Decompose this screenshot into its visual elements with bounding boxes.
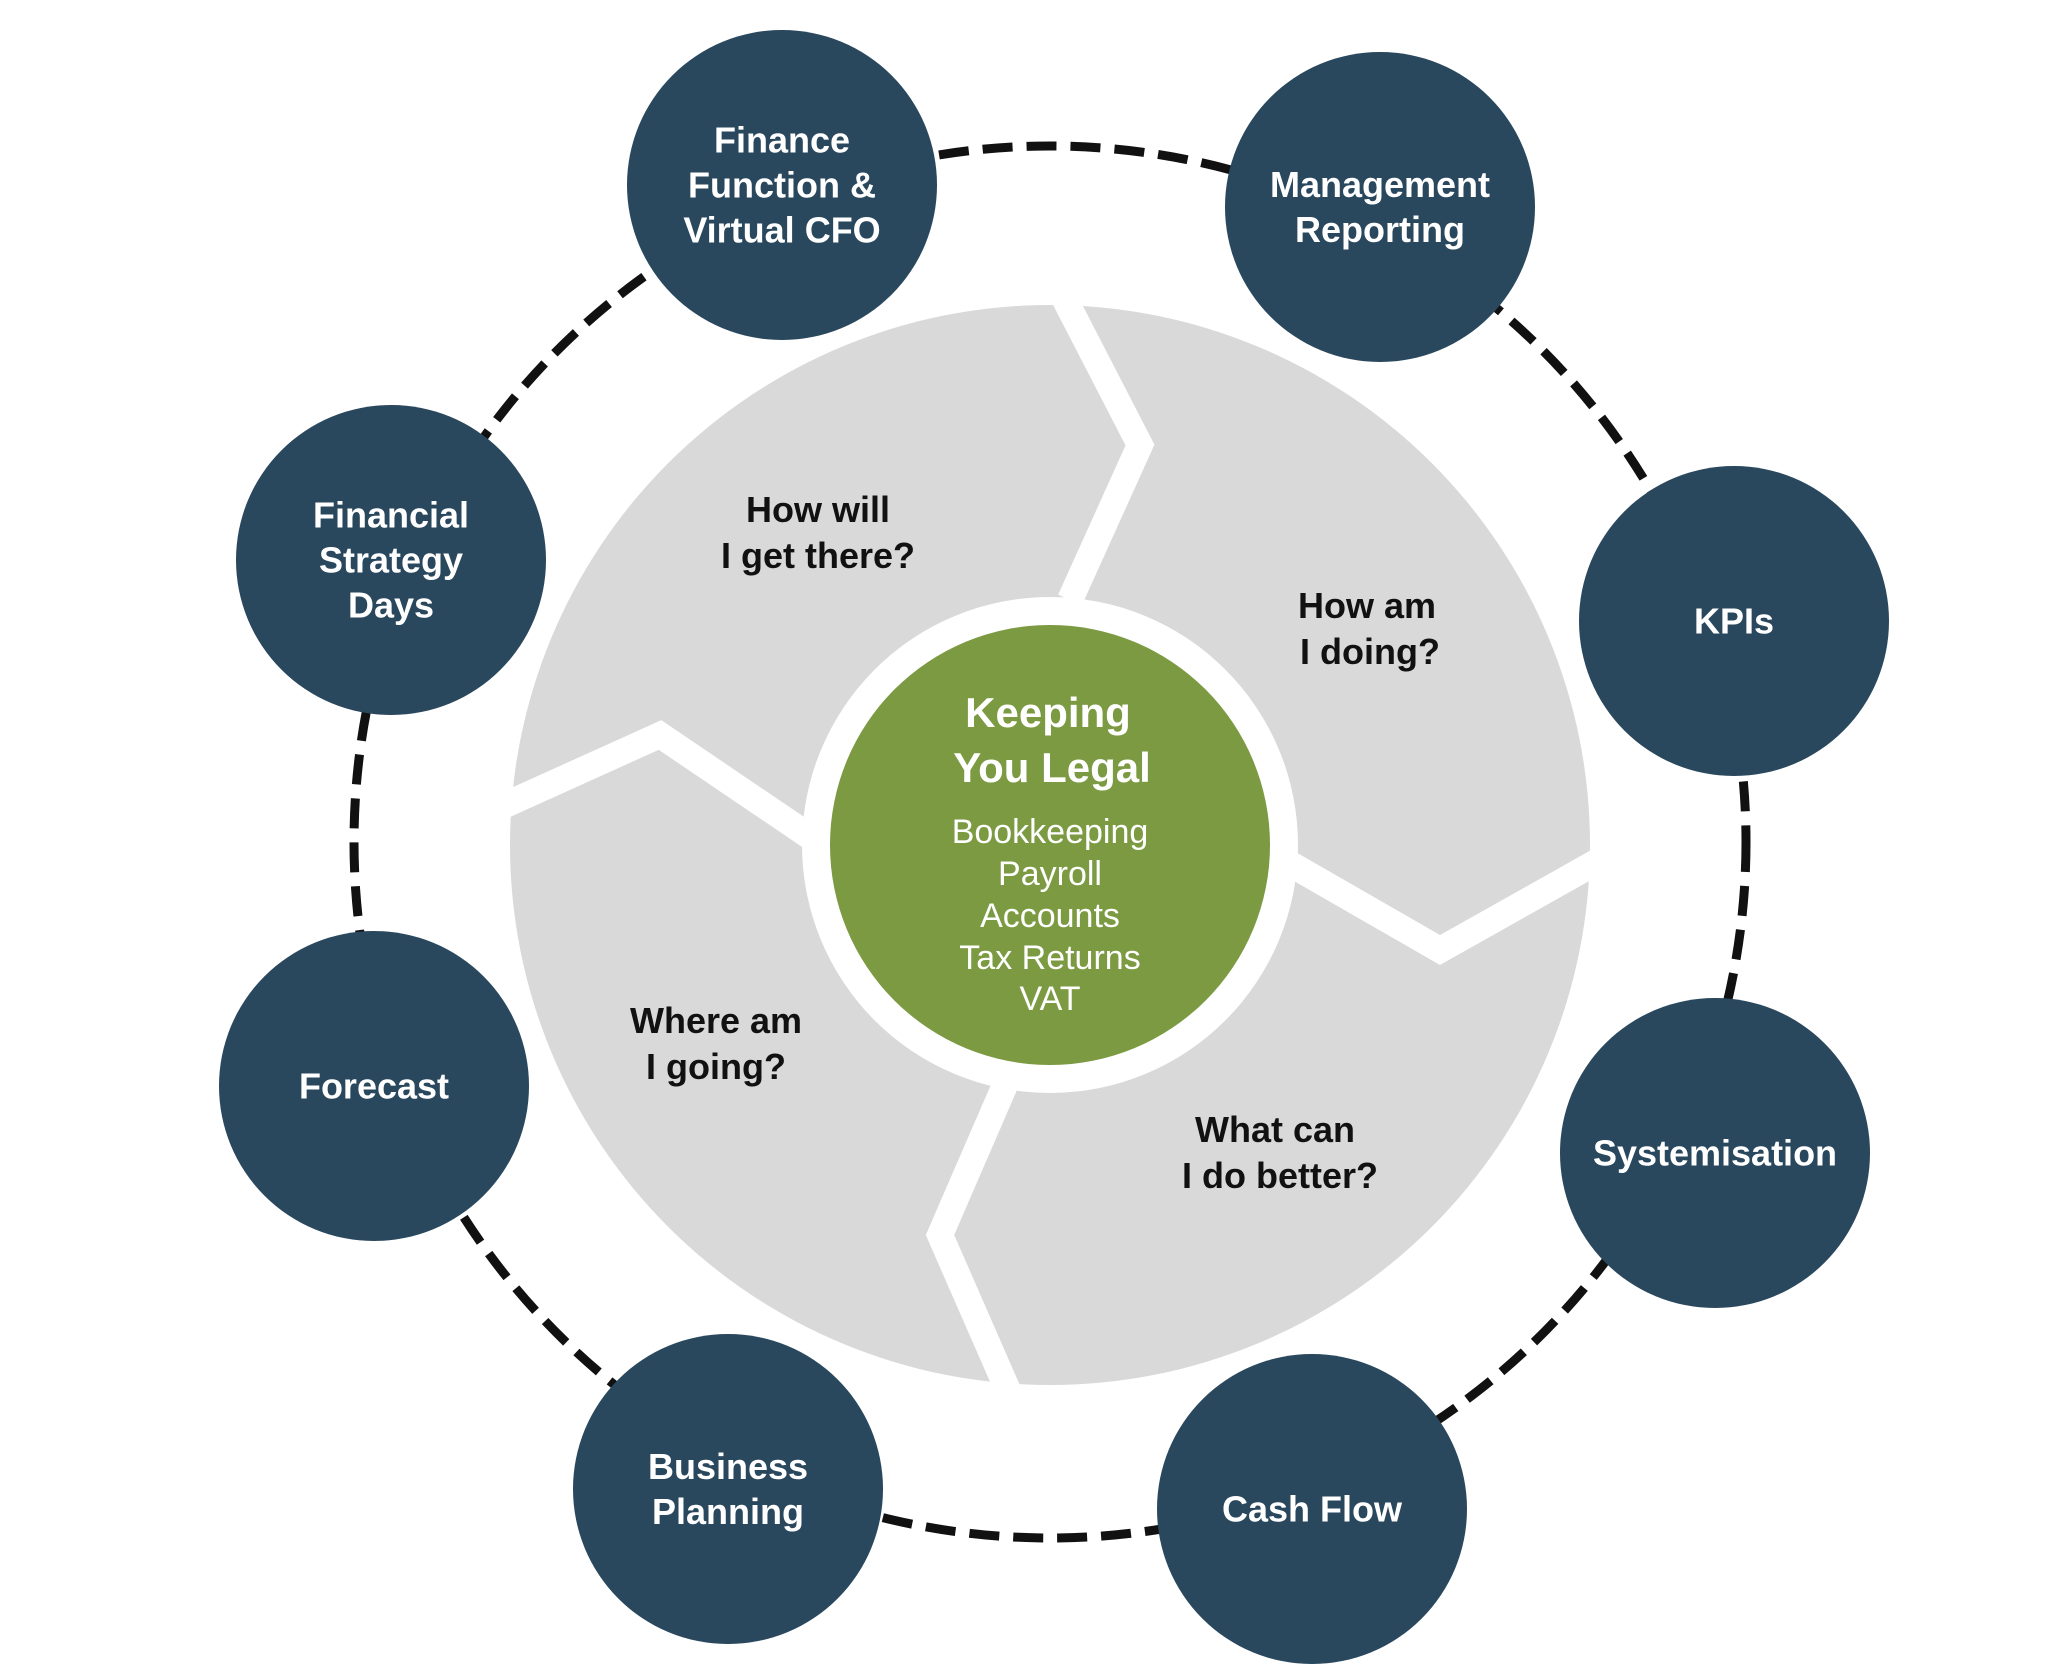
center-title-line-1: Keeping [965,689,1131,736]
service-label-line: Strategy [319,540,463,581]
service-label-line: Virtual CFO [683,210,880,251]
service-node-systemisation: Systemisation [1560,998,1870,1308]
service-circle [1560,998,1870,1308]
service-circle [627,30,937,340]
service-label-line: Business [648,1446,808,1487]
center-title-line-2: You Legal [953,744,1151,791]
service-label-line: Function & [688,165,876,206]
separator-left [499,720,823,851]
question-line-2: I do better? [1182,1155,1378,1196]
question-line-1: What can [1195,1109,1355,1150]
question-line-1: How am [1298,585,1436,626]
question-line-1: Where am [630,1000,802,1041]
service-label-line: KPIs [1694,601,1774,642]
center-circle [830,625,1270,1065]
service-node-forecast: Forecast [219,931,529,1241]
service-label-line: Financial [313,495,469,536]
service-label-line: Management [1270,164,1490,205]
center-item-tax-returns: Tax Returns [959,939,1140,977]
service-circle [236,405,546,715]
question-line-2: I going? [646,1046,786,1087]
service-label-line: Systemisation [1593,1133,1837,1174]
service-label-line: Finance [714,120,850,161]
question-where-am-i-going: Where am I going? [630,1000,802,1087]
service-circle [573,1334,883,1644]
center-item-accounts: Accounts [980,897,1120,935]
center-hub: Keeping You Legal Bookkeeping Payroll Ac… [830,625,1270,1065]
service-label-line: Planning [652,1491,804,1532]
service-label-line: Days [348,585,434,626]
service-label-line: Cash Flow [1222,1489,1403,1530]
service-node-kpis: KPIs [1579,466,1889,776]
service-label-line: Reporting [1295,209,1465,250]
center-item-payroll: Payroll [998,855,1102,893]
question-what-can-i-do-better: What can I do better? [1182,1109,1378,1196]
separator-bottom [925,1079,1022,1401]
separator-right [1273,846,1607,965]
service-node-cash-flow: Cash Flow [1157,1354,1467,1664]
service-circle [1225,52,1535,362]
service-circle [1579,466,1889,776]
question-how-will-i-get-there: How will I get there? [721,489,915,576]
question-line-2: I doing? [1300,631,1440,672]
separator-top [1048,284,1155,606]
center-item-vat: VAT [1019,980,1080,1018]
question-how-am-i-doing: How am I doing? [1298,585,1440,672]
dashed-orbit [349,141,1751,1543]
question-line-2: I get there? [721,535,915,576]
service-circle [1157,1354,1467,1664]
service-label-line: Forecast [299,1066,449,1107]
question-line-1: How will [746,489,890,530]
center-item-bookkeeping: Bookkeeping [952,813,1149,851]
service-circle [219,931,529,1241]
